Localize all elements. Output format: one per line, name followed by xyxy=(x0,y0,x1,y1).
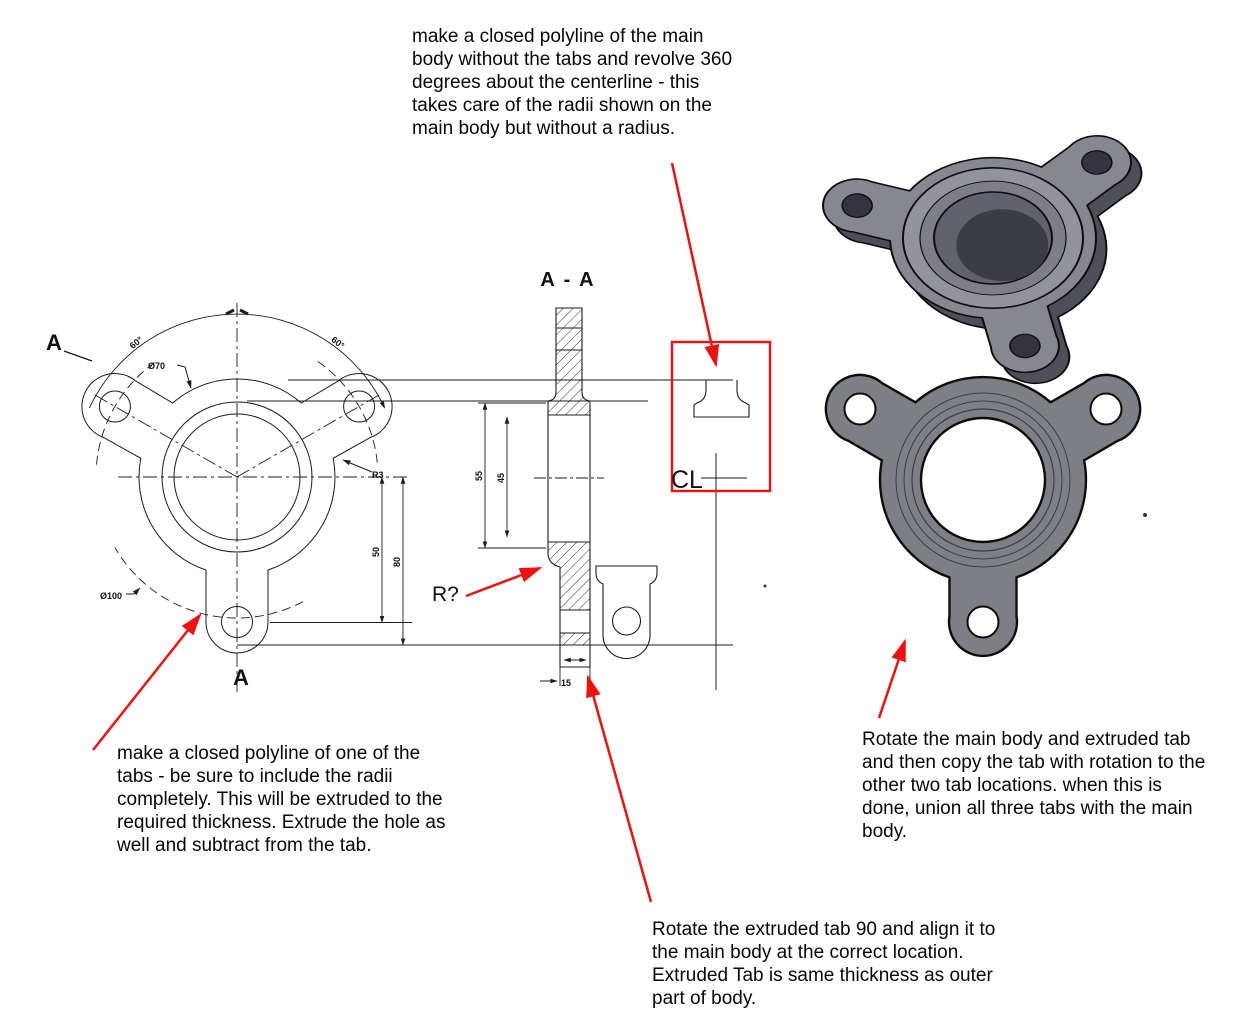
centerline-label: CL xyxy=(671,466,703,494)
front3d-ring-inner xyxy=(911,408,1055,552)
iso-tab-hole-right xyxy=(1081,150,1113,175)
arrow-to-tab xyxy=(92,613,202,751)
dia70-label: Ø70 xyxy=(148,361,165,371)
red-detail-box xyxy=(670,340,772,493)
flange-outline xyxy=(81,373,393,654)
note-union-tabs: Rotate the main body and extruded tab an… xyxy=(862,729,1206,842)
radius-query-label: R? xyxy=(432,583,459,606)
angle-left-label: 60° xyxy=(128,334,145,351)
section-lower-hatch-a xyxy=(548,542,590,610)
r3-label: R3 xyxy=(372,470,384,480)
note-extrude-tab: make a closed polyline of one of the tab… xyxy=(117,743,446,856)
dim-55-label: 55 xyxy=(474,471,484,481)
dim-15-label: 15 xyxy=(561,678,571,688)
section-title: A - A xyxy=(540,269,595,291)
centerlines xyxy=(93,303,410,693)
extruded-tab-profile xyxy=(595,565,658,659)
model-3d-front-view xyxy=(824,373,1142,658)
front3d-tab-hole-left xyxy=(843,392,877,426)
r3-leader xyxy=(342,459,373,473)
note-revolve-main-body: make a closed polyline of the main body … xyxy=(412,26,733,139)
arrow-radius-query xyxy=(465,566,543,598)
dim-45-label: 45 xyxy=(496,473,506,483)
dia100-label: Ø100 xyxy=(100,591,122,601)
iso-bore-void xyxy=(956,209,1049,282)
iso-tab-hole-left xyxy=(841,193,873,218)
front3d-tab-hole-right xyxy=(1089,392,1123,426)
dim-80-label: 80 xyxy=(392,557,402,567)
dia70-leader xyxy=(176,364,192,389)
iso-tab-hole-bottom xyxy=(1009,333,1041,359)
front-view-dims xyxy=(270,476,412,646)
annotation-arrows xyxy=(92,162,907,903)
front3d-ring-mid xyxy=(903,400,1063,560)
section-upper-profile xyxy=(547,307,591,416)
stray-dot-2 xyxy=(1143,513,1147,517)
section-lower-profile xyxy=(547,541,591,668)
front3d-tab-hole-bottom xyxy=(966,605,1000,639)
model-3d-iso-view xyxy=(822,135,1143,385)
angle-right-label: 60° xyxy=(329,335,346,352)
stray-dot-1 xyxy=(763,584,767,588)
section-cut-line-top xyxy=(63,350,93,362)
arrow-to-section-bottom xyxy=(586,674,653,903)
tab-cross-section xyxy=(693,380,750,479)
section-dims xyxy=(478,402,546,549)
arrow-to-3d-view xyxy=(877,638,907,719)
section-lower-hatch-b xyxy=(560,633,590,645)
dia100-leader xyxy=(126,587,141,596)
dim-50-label: 50 xyxy=(371,547,381,557)
front3d-ring-outer xyxy=(895,392,1071,568)
bolt-circle-arcs xyxy=(96,361,378,619)
note-rotate-tab: Rotate the extruded tab 90 and align it … xyxy=(652,919,996,1009)
tab-hole-right xyxy=(343,390,376,423)
front3d-bore xyxy=(919,416,1047,544)
tab-hole-left xyxy=(98,390,131,423)
angle-dim-arc xyxy=(88,313,386,409)
section-marker-top: A xyxy=(46,330,62,355)
angle-dim-top-ticks xyxy=(225,308,249,316)
arrow-to-detail-box xyxy=(670,162,720,368)
section-view xyxy=(478,307,604,686)
section-marker-bottom: A xyxy=(233,665,249,690)
front-view-drawing xyxy=(63,303,412,693)
